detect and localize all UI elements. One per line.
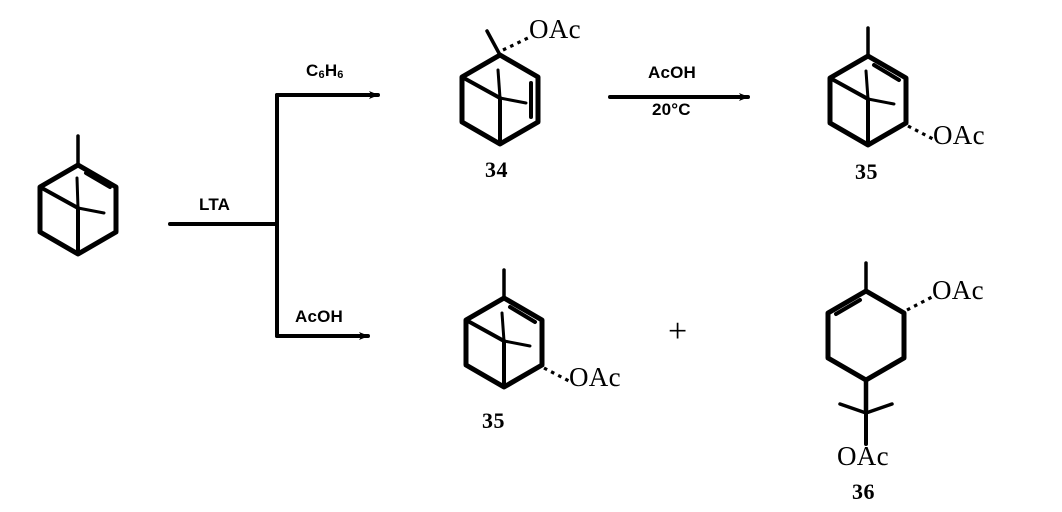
structure-36 <box>825 261 933 446</box>
structure-34 <box>459 29 541 147</box>
reagent-acoh-branch: AcOH <box>295 307 344 326</box>
label-oac-36-gem: OAc <box>837 441 889 471</box>
plus-operator: + <box>668 313 688 350</box>
structure-35-bottom <box>463 268 570 390</box>
reagent-lta: LTA <box>199 195 231 214</box>
reagent-benzene-sub2: 6 <box>337 69 344 81</box>
reagent-benzene: C6H6 <box>306 62 344 81</box>
reagent-benzene-sub1: 6 <box>318 69 325 81</box>
label-oac-36-ring: OAc <box>932 275 984 305</box>
compound-number-34: 34 <box>485 157 508 182</box>
condition-temperature: 20°C <box>652 100 691 119</box>
compound-number-35-top: 35 <box>855 159 878 184</box>
lta-branch-arrows <box>168 93 279 338</box>
compound-number-35-bottom: 35 <box>482 408 505 433</box>
label-oac-35-bottom: OAc <box>569 362 621 392</box>
reagent-acoh-step2: AcOH <box>648 63 697 82</box>
structure-35-top <box>827 26 934 148</box>
reagent-benzene-c: C <box>306 61 319 80</box>
structure-alpha-pinene <box>37 134 119 257</box>
label-oac-35-top: OAc <box>933 120 985 150</box>
label-oac-34: OAc <box>529 14 581 44</box>
compound-number-36: 36 <box>852 479 875 504</box>
reagent-benzene-h: H <box>324 61 338 80</box>
